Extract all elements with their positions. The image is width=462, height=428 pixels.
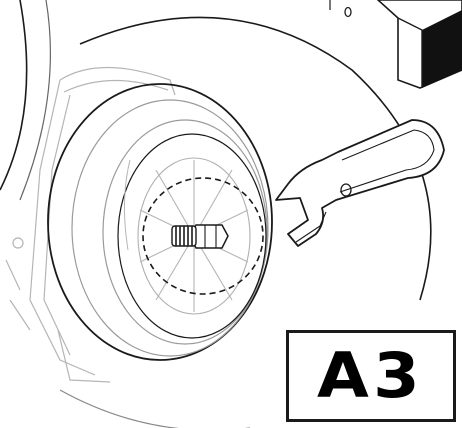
magnifier-outline — [0, 0, 432, 428]
step-label-box: A3 — [286, 330, 456, 422]
wrench-icon — [275, 119, 445, 247]
screw-hole-icon — [344, 6, 352, 18]
housing-block — [329, 0, 462, 89]
wheel-icon — [47, 83, 273, 361]
step-label: A3 — [317, 339, 425, 412]
zoom-circle — [142, 177, 264, 295]
nut-and-bolt-icon — [171, 224, 229, 249]
